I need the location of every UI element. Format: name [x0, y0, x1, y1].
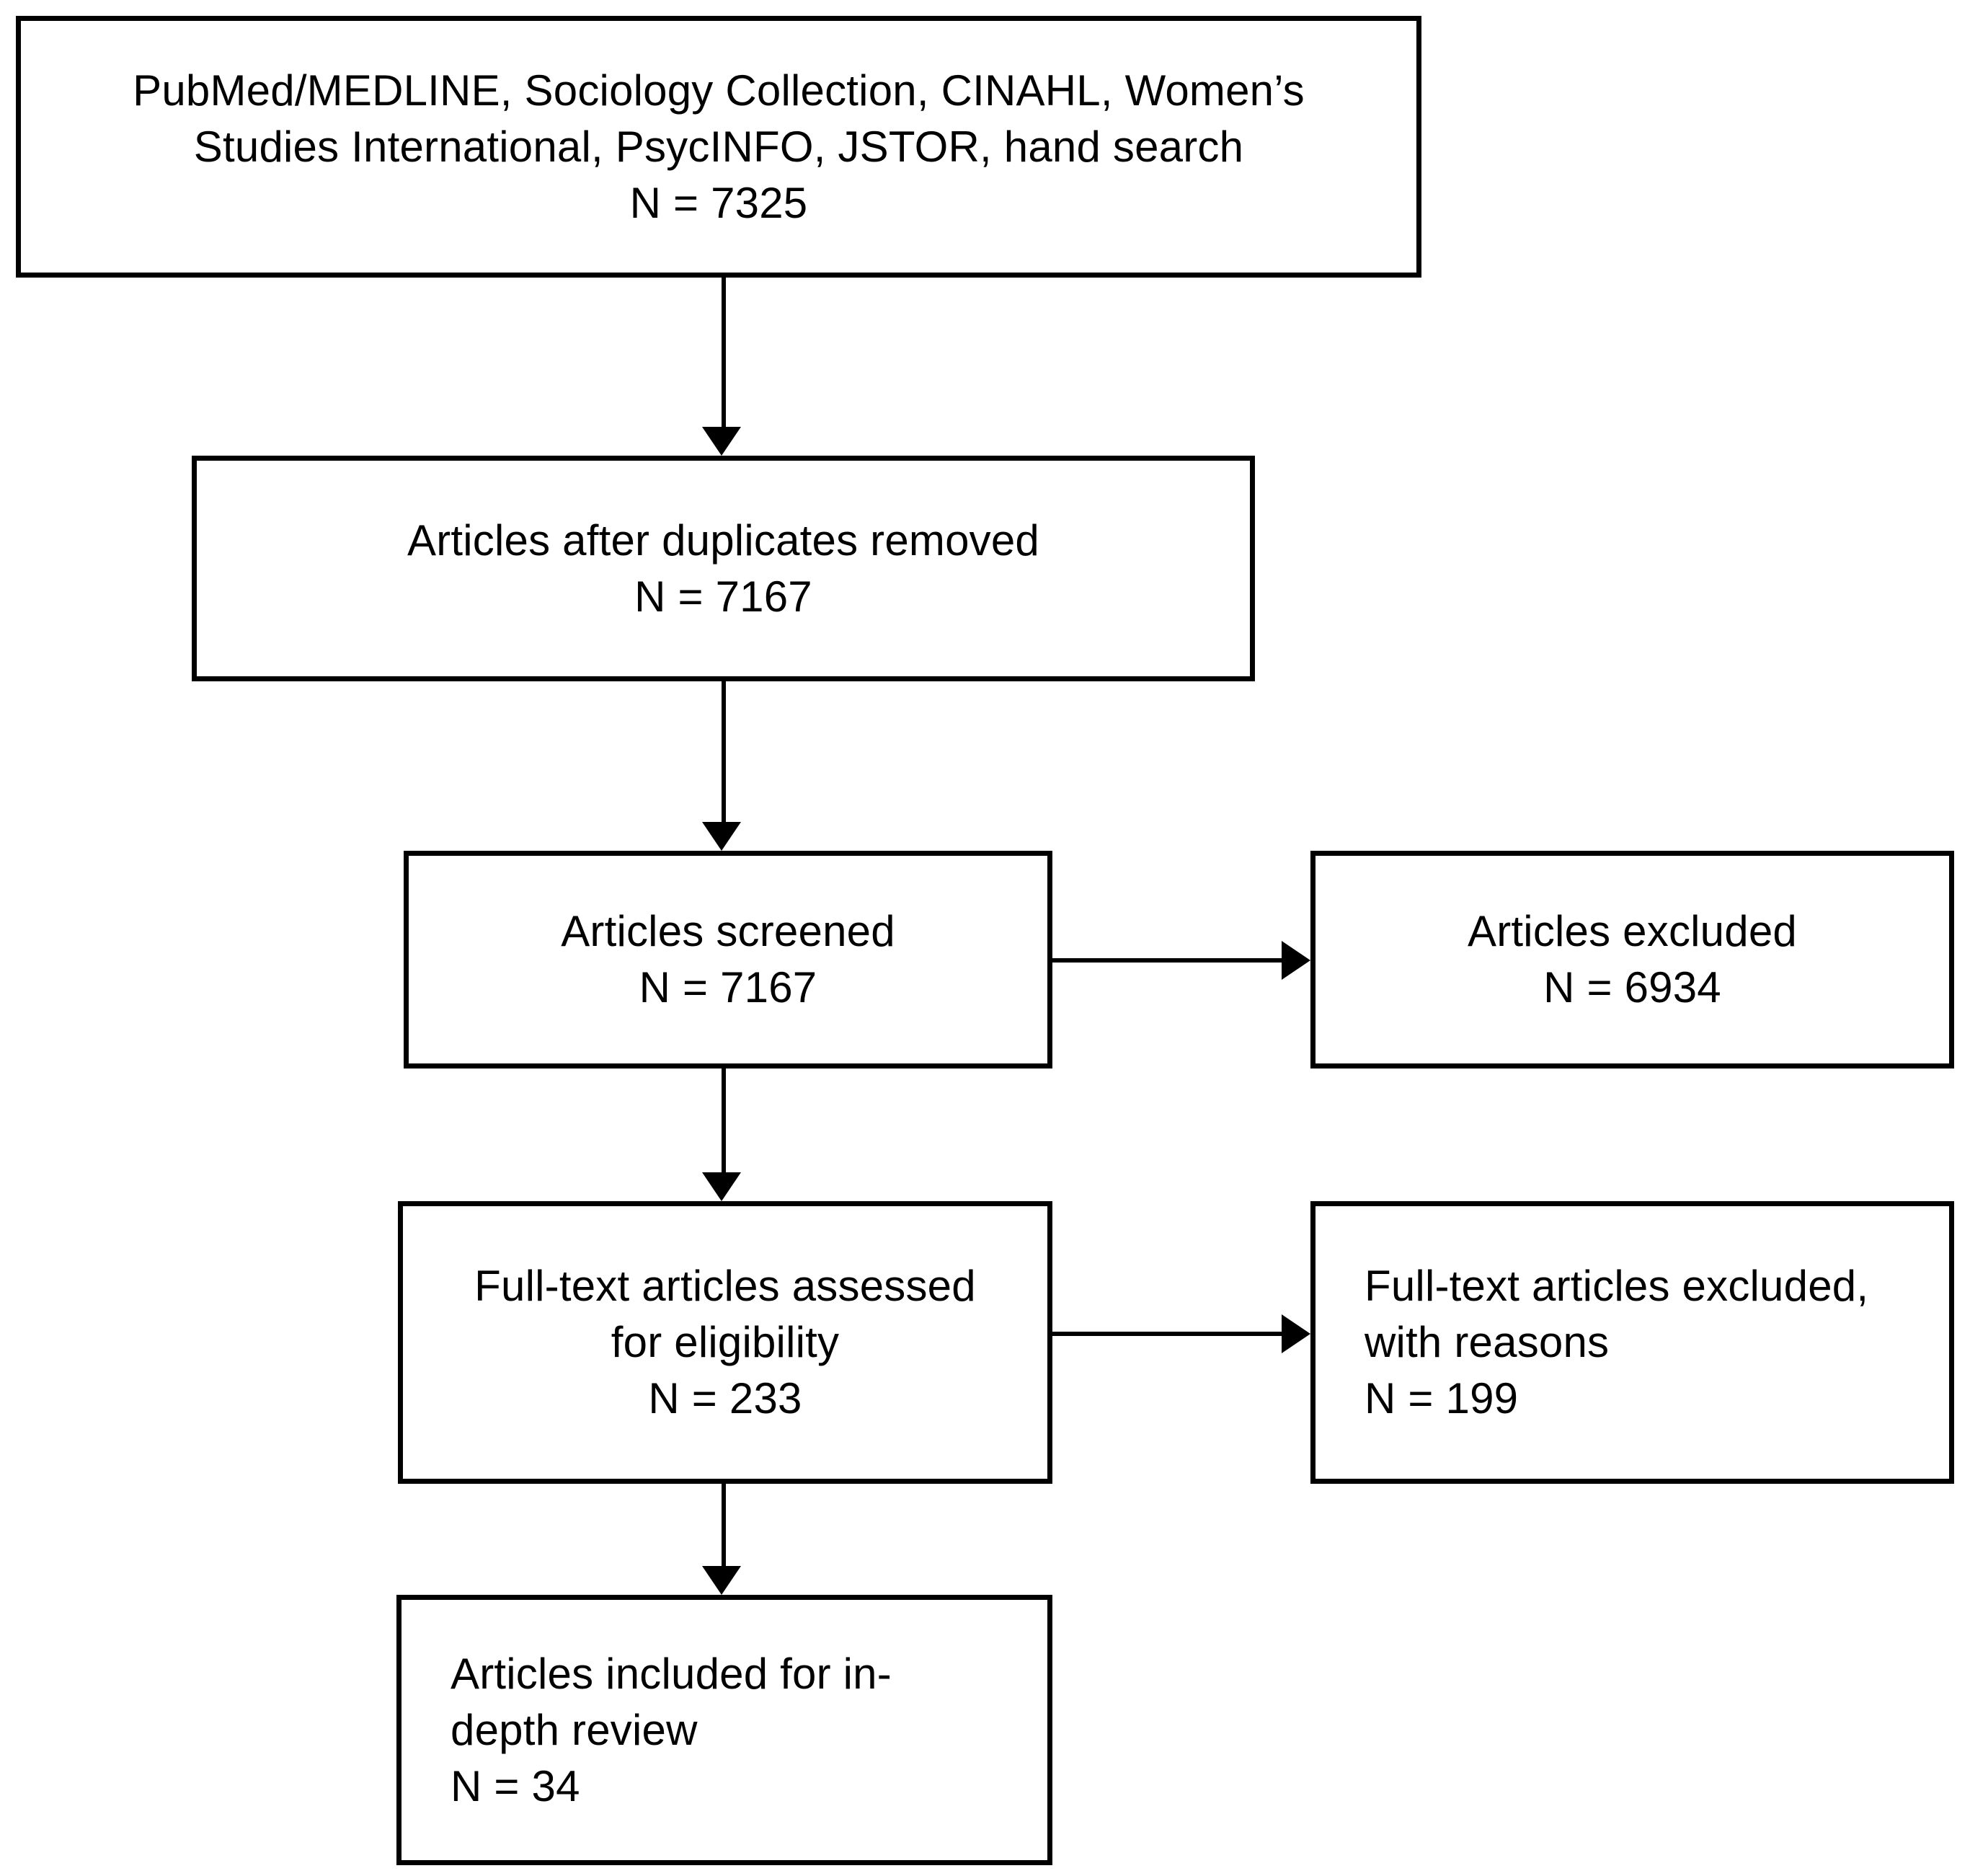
arrow-down-icon	[702, 1172, 741, 1201]
node-articles-included: Articles included for in- depth review N…	[396, 1595, 1052, 1865]
connector-after-duplicates-to-screened-line	[722, 681, 726, 822]
connector-screened-to-fulltext-line	[722, 1068, 726, 1172]
node-full-text-assessed-line-2: for eligibility	[611, 1318, 840, 1366]
node-sources-count: N = 7325	[629, 178, 808, 227]
connector-sources-to-after-duplicates-line	[722, 278, 726, 427]
node-articles-included-line-2: depth review	[451, 1705, 698, 1754]
node-full-text-excluded-line-2: with reasons	[1365, 1318, 1610, 1366]
connector-fulltext-to-fulltext-excluded-line	[1052, 1332, 1282, 1336]
connector-screened-to-excluded-line	[1052, 958, 1282, 963]
arrow-down-icon	[702, 1566, 741, 1595]
node-full-text-assessed-line-1: Full-text articles assessed	[474, 1262, 976, 1310]
node-sources-line-1: PubMed/MEDLINE, Sociology Collection, CI…	[133, 66, 1305, 115]
node-after-duplicates-count: N = 7167	[634, 572, 812, 621]
node-articles-excluded: Articles excluded N = 6934	[1310, 851, 1954, 1068]
node-articles-excluded-line-1: Articles excluded	[1468, 907, 1797, 955]
arrow-right-icon	[1282, 1314, 1310, 1353]
node-after-duplicates-line-1: Articles after duplicates removed	[407, 516, 1039, 565]
node-sources-line-2: Studies International, PsycINFO, JSTOR, …	[193, 122, 1244, 171]
node-articles-screened: Articles screened N = 7167	[404, 851, 1052, 1068]
node-articles-excluded-count: N = 6934	[1543, 963, 1721, 1012]
node-full-text-excluded-count: N = 199	[1365, 1374, 1519, 1423]
node-full-text-excluded-line-1: Full-text articles excluded,	[1365, 1262, 1869, 1310]
node-articles-screened-count: N = 7167	[639, 963, 817, 1012]
arrow-down-icon	[702, 822, 741, 851]
arrow-down-icon	[702, 427, 741, 456]
node-articles-included-line-1: Articles included for in-	[451, 1649, 892, 1698]
connector-fulltext-to-included-line	[722, 1484, 726, 1566]
node-full-text-excluded: Full-text articles excluded, with reason…	[1310, 1201, 1954, 1484]
node-articles-included-count: N = 34	[451, 1761, 580, 1810]
node-full-text-assessed-count: N = 233	[648, 1374, 802, 1423]
node-sources: PubMed/MEDLINE, Sociology Collection, CI…	[16, 16, 1421, 278]
arrow-right-icon	[1282, 941, 1310, 980]
node-articles-screened-line-1: Articles screened	[561, 907, 895, 955]
node-full-text-assessed: Full-text articles assessed for eligibil…	[398, 1201, 1052, 1484]
node-after-duplicates-removed: Articles after duplicates removed N = 71…	[192, 456, 1255, 681]
